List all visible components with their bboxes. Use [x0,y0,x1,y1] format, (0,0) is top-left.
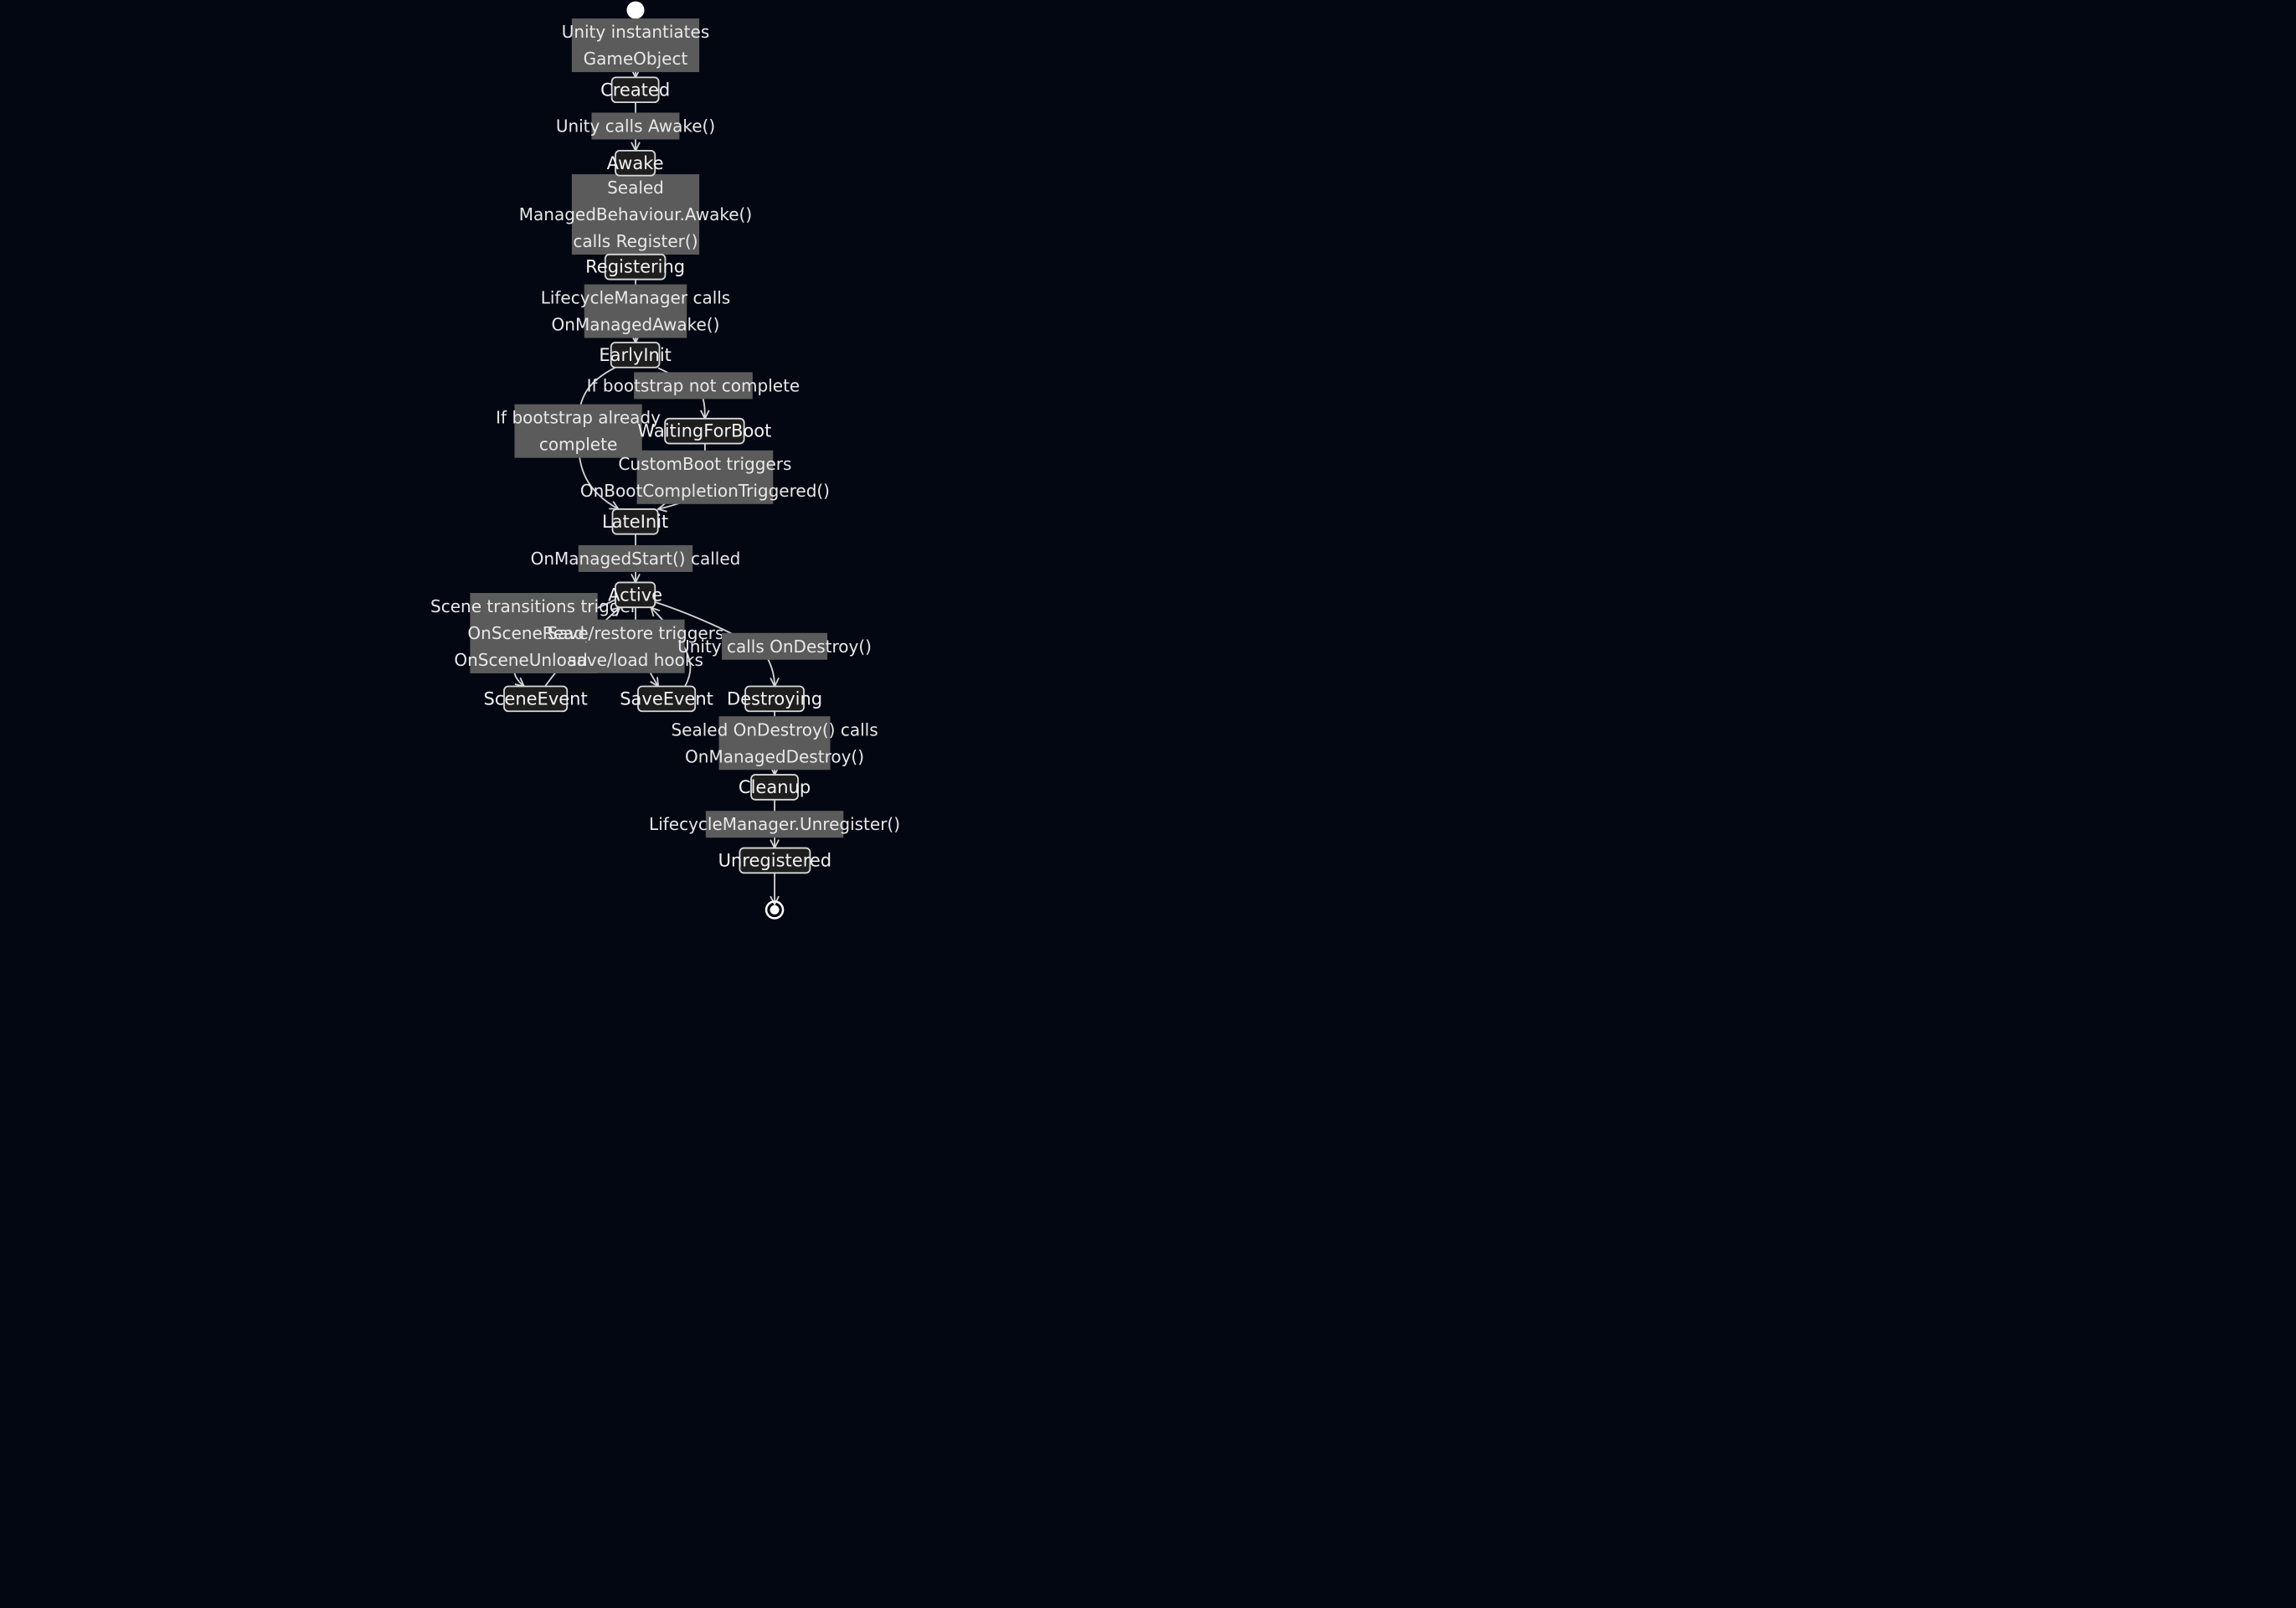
transition-label-t10: Save/restore triggers save/load hooks [548,619,724,673]
transition-label-bg [571,174,700,255]
transition-label-line: If bootstrap not complete [587,375,801,395]
state-label: Registering [585,257,685,277]
transition-label-bg [634,372,753,399]
state-save-event: SaveEvent [620,685,713,713]
transition-label-line: OnSceneReady/ [467,623,600,643]
transition-label-bg [705,811,844,838]
state-box [610,76,660,104]
transition-label-bg [586,619,685,673]
state-box [739,847,811,874]
transition-label-line: Unity calls OnDestroy() [677,636,872,657]
transition-label-line: If bootstrap already [496,408,661,428]
transition-label-bg [514,404,642,458]
transition-label-t13: Sealed OnDestroy() callsOnManagedDestroy… [671,716,878,770]
transition-label-line: complete [539,435,617,455]
state-box [615,149,656,177]
state-box [637,685,697,713]
transition-label-t7: OnManagedStart() called [531,544,741,572]
state-label: WaitingForBoot [637,421,771,441]
transition-label-t14: LifecycleManager.Unregister() [649,811,900,838]
transition-label-bg [470,593,598,673]
transition-label-bg [591,112,680,140]
transition-label-t1: Unity calls Awake() [556,112,715,140]
transition-label-bg [578,544,693,572]
transition-label-t4: If bootstrap not complete [587,372,801,399]
transition-label-line: OnManagedAwake() [552,315,720,335]
transition-label-line: OnManagedDestroy() [685,746,864,766]
transition-label-t12: Unity calls OnDestroy() [677,632,872,660]
transition-label-line: LifecycleManager calls [541,288,731,308]
state-registering: Registering [585,253,685,281]
state-label: LateInit [602,512,668,532]
state-box [610,342,661,368]
state-destroying: Destroying [727,685,822,713]
state-cleanup: Cleanup [739,774,811,801]
state-label: Destroying [727,688,822,709]
transition-label-line: calls Register() [573,231,698,251]
transition-label-t6: CustomBoot triggersOnBootCompletionTrigg… [580,450,830,504]
state-box [664,417,745,445]
state-box [615,581,656,609]
end-state [764,900,785,920]
end-state-dot [770,904,780,915]
state-label: EarlyInit [599,345,672,365]
state-box [503,685,569,713]
state-label: Awake [607,153,664,173]
start-state [626,1,645,19]
transition-label-bg [636,450,774,504]
state-late-init: LateInit [602,508,668,535]
state-scene-event: SceneEvent [484,685,588,713]
transition-label-line: OnBootCompletionTriggered() [580,481,830,501]
transition-label-line: Sealed OnDestroy() calls [671,719,878,740]
state-box [604,253,667,281]
state-nodes: CreatedAwakeRegisteringEarlyInitWaitingF… [484,76,831,874]
transition-label-line: CustomBoot triggers [618,454,791,474]
transition-label-line: Sealed [607,178,664,198]
transition-label-line: LifecycleManager.Unregister() [649,814,900,834]
transition-label-bg [571,18,700,73]
transition-label-bg [722,632,828,660]
transition-label-bg [584,284,687,338]
state-created: Created [600,76,670,104]
state-label: SceneEvent [484,688,588,709]
state-box [611,508,659,535]
state-label: SaveEvent [620,688,713,709]
state-label: Active [608,585,662,605]
end-state-ring [764,900,785,920]
state-label: Created [600,80,670,100]
pseudo-states [626,1,785,920]
transition-label-bg [718,716,831,770]
state-label: Cleanup [739,777,811,797]
transition-label-line: Scene transitions trigger [430,596,638,616]
transition-label-line: save/load hooks [568,650,703,670]
transition-label-line: GameObject [584,49,688,69]
state-box [750,774,799,801]
transition-label-line: OnManagedStart() called [531,549,741,569]
transition-label-line: Save/restore triggers [548,623,724,643]
state-unregistered: Unregistered [718,847,831,874]
state-active: Active [608,581,662,609]
state-early-init: EarlyInit [599,342,672,368]
transition-label-t5: If bootstrap already complete [496,404,661,458]
state-label: Unregistered [718,850,831,870]
transition-label-line: Unity calls Awake() [556,116,715,137]
state-box [744,685,805,713]
state-waiting-for-boot: WaitingForBoot [637,417,771,445]
transition-label-line: Unity instantiates [562,22,710,42]
transition-label-line: ManagedBehaviour.Awake() [519,204,752,224]
state-awake: Awake [607,149,664,177]
